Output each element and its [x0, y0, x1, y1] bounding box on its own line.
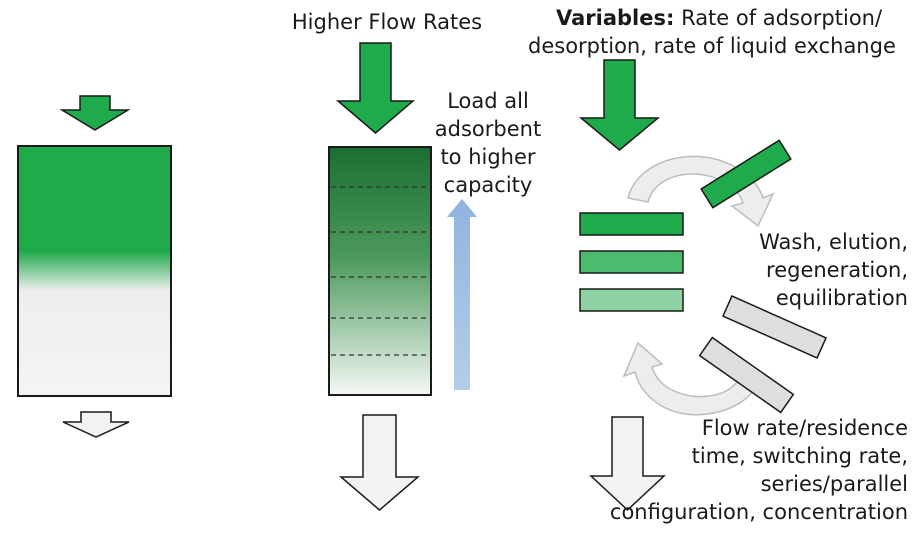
- wash-line3: equilibration: [775, 286, 908, 310]
- column-block-regen-1: [721, 295, 828, 359]
- column2-zone-dividers: [331, 186, 429, 356]
- variables-label-line1: Variables: Rate of adsorption/: [556, 4, 882, 32]
- wash-line2: regeneration,: [766, 258, 908, 282]
- higher-flow-rates-label: Higher Flow Rates: [291, 10, 483, 34]
- load-capacity-label: Load all adsorbent to higher capacity: [432, 87, 544, 199]
- column-block-2: [579, 250, 684, 274]
- column-block-wash: [700, 139, 792, 209]
- column2-outlet-arrow-icon: [338, 414, 421, 511]
- lower-cycle-arrow-icon: [622, 341, 759, 416]
- flow-line1: Flow rate/residence: [701, 416, 908, 440]
- flow-line3: series/parallel: [760, 472, 908, 496]
- variables-inlet-arrow-icon: [578, 59, 661, 151]
- load-line3: to higher: [440, 145, 536, 169]
- column-block-1: [579, 212, 684, 236]
- variables-line1: Rate of adsorption/: [681, 6, 883, 30]
- column-block-3: [579, 288, 684, 312]
- load-line2: adsorbent: [434, 117, 542, 141]
- flow-rate-label: Flow rate/residence time, switching rate…: [610, 414, 908, 526]
- variables-prefix: Variables:: [556, 6, 675, 30]
- flow-line2: time, switching rate,: [691, 444, 908, 468]
- load-line1: Load all: [447, 89, 529, 113]
- variables-label-line2: desorption, rate of liquid exchange: [528, 34, 896, 58]
- flow-line4: configuration, concentration: [609, 500, 908, 524]
- wash-line1: Wash, elution,: [759, 230, 908, 254]
- load-capacity-up-arrow-icon: [447, 199, 477, 390]
- wash-elution-label: Wash, elution, regeneration, equilibrati…: [759, 228, 908, 312]
- load-line4: capacity: [443, 173, 533, 197]
- higher-flow-inlet-arrow-icon: [335, 42, 416, 134]
- flow-outlet-arrow-icon: [589, 416, 666, 512]
- column2-bed: [328, 146, 432, 396]
- column-block-regen-2: [698, 336, 795, 414]
- column1-inlet-arrow-icon: [59, 95, 131, 131]
- column1-bed: [17, 145, 172, 397]
- column1-outlet-arrow-icon: [62, 411, 130, 438]
